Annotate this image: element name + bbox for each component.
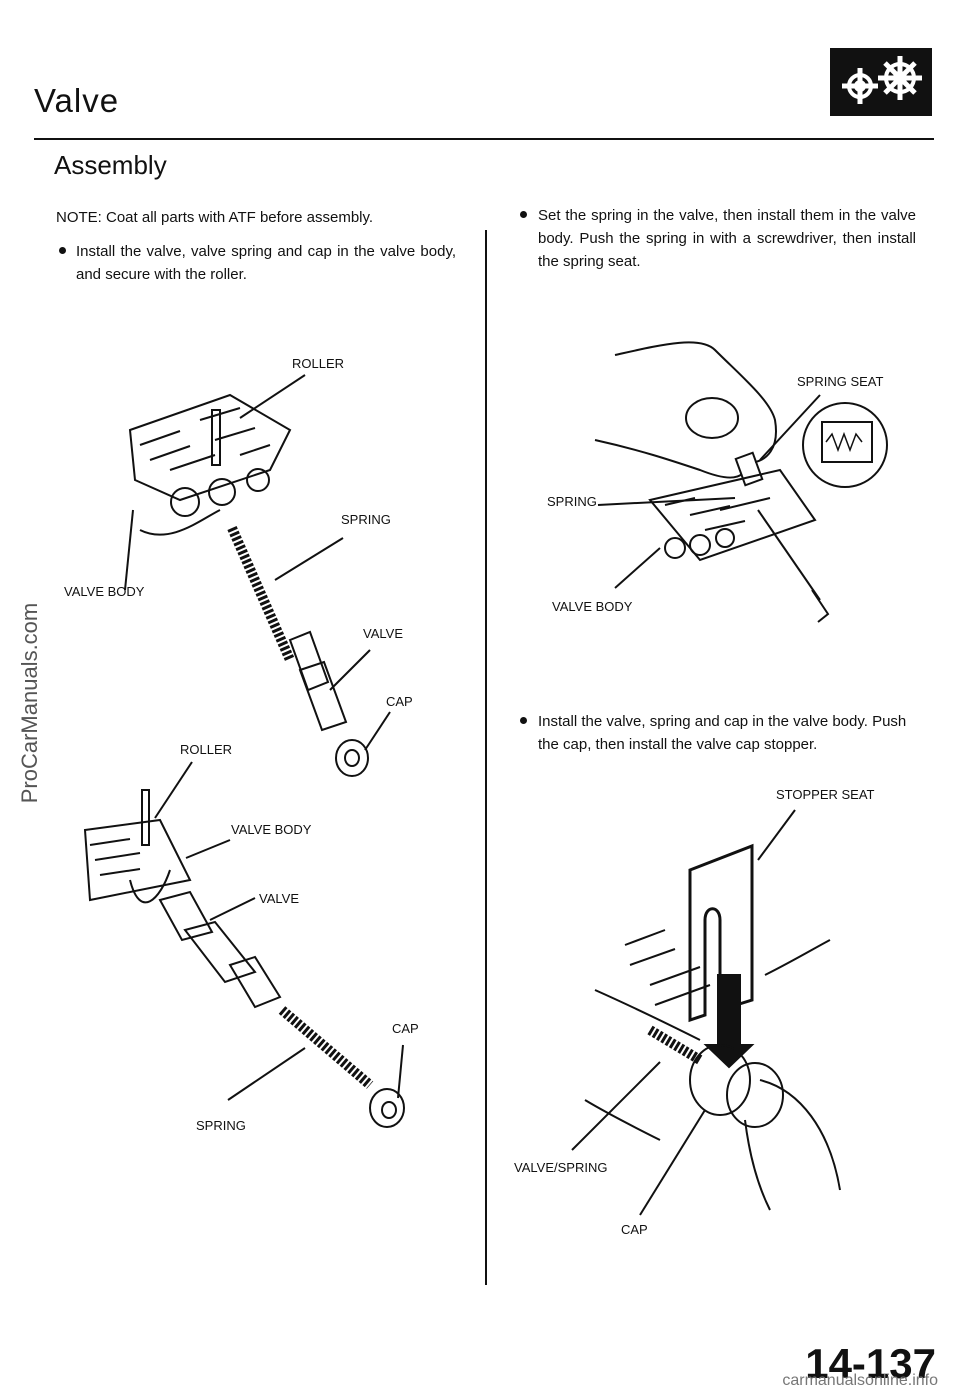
- step-install-roller: Install the valve, valve spring and cap …: [76, 243, 456, 283]
- label-spring-1: SPRING: [341, 512, 391, 527]
- label-cap-1: CAP: [386, 694, 413, 709]
- page-title: Valve: [34, 82, 120, 119]
- label-valve-body-2: VALVE BODY: [231, 822, 312, 837]
- label-cap-4: CAP: [621, 1222, 648, 1237]
- section-subtitle: Assembly: [54, 150, 167, 180]
- watermark: ProCarManuals.com: [17, 602, 42, 804]
- gears-icon: [830, 48, 932, 116]
- label-valve-spring: VALVE/SPRING: [514, 1160, 608, 1175]
- step-install-cap: Install the valve, spring and cap in the…: [538, 713, 907, 753]
- label-cap-2: CAP: [392, 1021, 419, 1036]
- label-spring-3: SPRING: [547, 494, 597, 509]
- bullet-dot: [520, 211, 527, 218]
- step-set-spring: Set the spring in the valve, then instal…: [538, 207, 916, 270]
- footer-url: carmanualsonline.info: [782, 1372, 938, 1389]
- page-number: 14-137: [805, 1340, 936, 1387]
- header-rule: [34, 138, 934, 140]
- label-spring-seat: SPRING SEAT: [797, 374, 884, 389]
- label-valve-body-3: VALVE BODY: [552, 599, 633, 614]
- label-valve-1: VALVE: [363, 626, 403, 641]
- bullet-dot: [520, 717, 527, 724]
- bullet-dot: [59, 247, 66, 254]
- label-roller-2: ROLLER: [180, 742, 233, 757]
- label-valve-body-1: VALVE BODY: [64, 584, 145, 599]
- label-roller-1: ROLLER: [292, 356, 345, 371]
- label-spring-2: SPRING: [196, 1118, 246, 1133]
- column-divider: [485, 230, 487, 1285]
- label-stopper-seat: STOPPER SEAT: [776, 787, 875, 802]
- note-text: NOTE: Coat all parts with ATF before ass…: [56, 209, 374, 226]
- label-valve-2: VALVE: [259, 891, 299, 906]
